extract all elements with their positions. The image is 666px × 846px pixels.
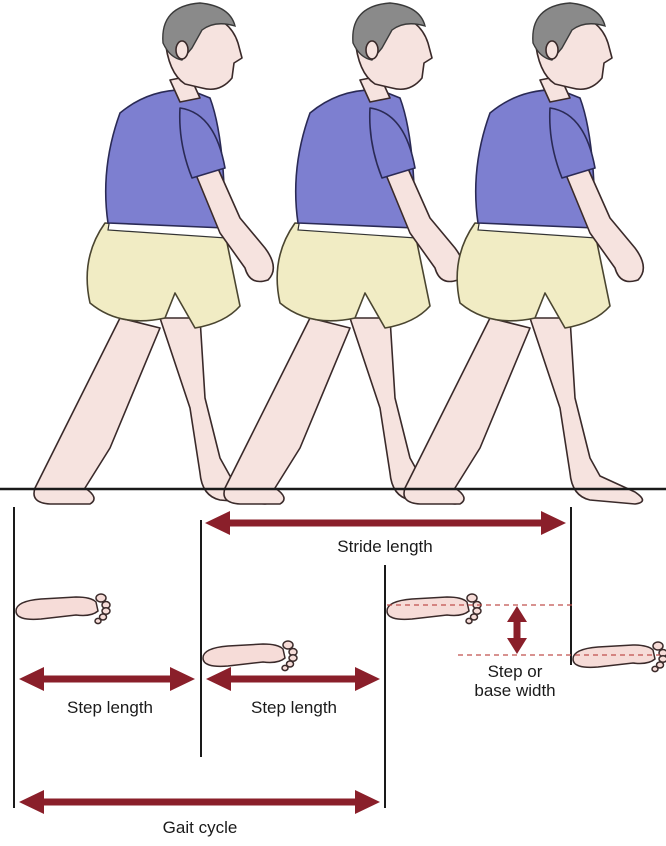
footprint-3 <box>387 594 481 624</box>
base-width-label: base width <box>455 681 575 701</box>
stride-length-arrow <box>205 511 566 535</box>
gait-cycle-arrow <box>19 790 380 814</box>
step-length-label-2: Step length <box>229 698 359 718</box>
footprint-4 <box>573 642 666 672</box>
step-length-arrow-1 <box>19 667 195 691</box>
footprint-2 <box>203 641 297 671</box>
step-or-label: Step or <box>455 662 575 682</box>
walker-figure-1 <box>34 3 273 504</box>
footprint-1 <box>16 594 110 624</box>
step-length-label-1: Step length <box>45 698 175 718</box>
gait-cycle-label: Gait cycle <box>135 818 265 838</box>
step-length-arrow-2 <box>206 667 380 691</box>
base-width-arrow <box>507 606 527 654</box>
stride-length-label: Stride length <box>320 537 450 557</box>
